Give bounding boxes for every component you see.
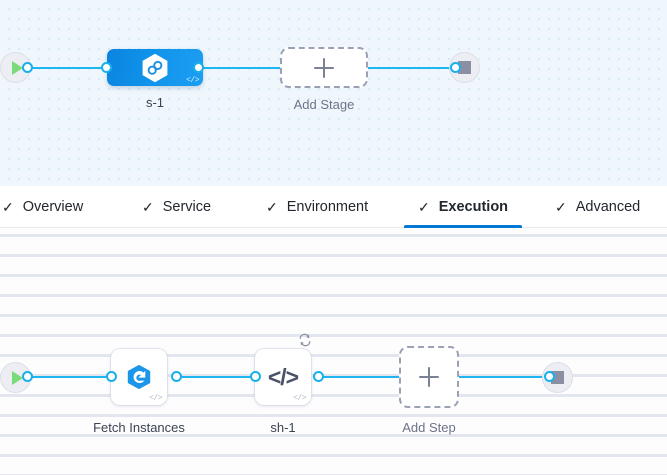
- edge-stage-1-to-add-stage: [198, 67, 288, 69]
- edge-start-to-fetch-instances: [26, 376, 118, 378]
- tab-overview[interactable]: ✓ Overview: [0, 186, 93, 228]
- stage-config-tabs: ✓ Overview ✓ Service ✓ Environment ✓ Exe…: [0, 186, 667, 228]
- step-node-sh-1[interactable]: </> </>: [255, 333, 311, 405]
- add-stage-button[interactable]: [280, 47, 368, 88]
- connector-dot-exec-start-out[interactable]: [22, 371, 33, 382]
- code-icon: </>: [186, 76, 199, 85]
- tab-label: Overview: [22, 199, 84, 215]
- connector-dot-exec-end-in[interactable]: [544, 371, 555, 382]
- tab-label: Advanced: [575, 199, 641, 215]
- code-icon: </>: [293, 394, 306, 403]
- harness-hexagon-infinity-icon: [142, 53, 168, 82]
- deployment-swirl-hexagon-icon: [127, 364, 151, 390]
- tab-label: Service: [162, 199, 212, 215]
- edge-add-step-to-end: [458, 376, 550, 378]
- connector-dot-end-in[interactable]: [450, 62, 461, 73]
- tab-advanced[interactable]: ✓ Advanced: [553, 186, 650, 228]
- edge-fetch-instances-to-sh-1: [176, 376, 260, 378]
- step-node-label-fetch-instances: Fetch Instances: [93, 420, 185, 435]
- stage-node-s-1[interactable]: </>: [107, 49, 203, 86]
- edge-start-to-stage-1: [26, 67, 124, 69]
- pipeline-end-node[interactable]: [449, 52, 480, 83]
- connector-dot-stage-1-in[interactable]: [101, 62, 112, 73]
- tab-label: Execution: [438, 199, 509, 215]
- connector-dot-fetch-instances-in[interactable]: [106, 371, 117, 382]
- connector-dot-sh-1-in[interactable]: [250, 371, 261, 382]
- stage-node-label-s-1: s-1: [145, 95, 165, 110]
- stop-icon: [458, 61, 471, 74]
- check-icon: ✓: [555, 199, 567, 215]
- add-step-label: Add Step: [402, 420, 456, 435]
- connector-dot-fetch-instances-out[interactable]: [171, 371, 182, 382]
- tab-environment[interactable]: ✓ Environment: [264, 186, 378, 228]
- edge-sh-1-to-add-step: [318, 376, 402, 378]
- code-icon: </>: [149, 394, 162, 403]
- step-node-label-sh-1: sh-1: [270, 420, 296, 435]
- pipeline-start-node[interactable]: [0, 52, 31, 83]
- play-icon: [11, 370, 23, 385]
- add-step-button[interactable]: [399, 346, 459, 408]
- execution-steps-canvas[interactable]: </> Fetch Instances </> </> sh-1 Add Ste: [0, 228, 667, 475]
- tab-label: Environment: [286, 199, 369, 215]
- connector-dot-stage-1-out[interactable]: [193, 62, 204, 73]
- plus-icon: [419, 367, 439, 387]
- check-icon: ✓: [266, 199, 278, 215]
- step-node-fetch-instances[interactable]: </>: [111, 349, 167, 405]
- check-icon: ✓: [142, 199, 154, 215]
- tab-service[interactable]: ✓ Service: [140, 186, 221, 228]
- connector-dot-start-out[interactable]: [22, 62, 33, 73]
- check-icon: ✓: [2, 199, 14, 215]
- check-icon: ✓: [418, 199, 430, 215]
- plus-icon: [314, 57, 334, 78]
- code-icon: </>: [267, 363, 299, 390]
- connector-dot-sh-1-out[interactable]: [313, 371, 324, 382]
- edge-add-stage-to-end: [366, 67, 456, 69]
- play-icon: [11, 60, 23, 75]
- retry-loop-icon: [299, 333, 311, 347]
- pipeline-stage-canvas[interactable]: </> s-1 Add Stage: [0, 0, 667, 186]
- tab-execution[interactable]: ✓ Execution: [404, 186, 523, 228]
- add-stage-label: Add Stage: [293, 97, 355, 112]
